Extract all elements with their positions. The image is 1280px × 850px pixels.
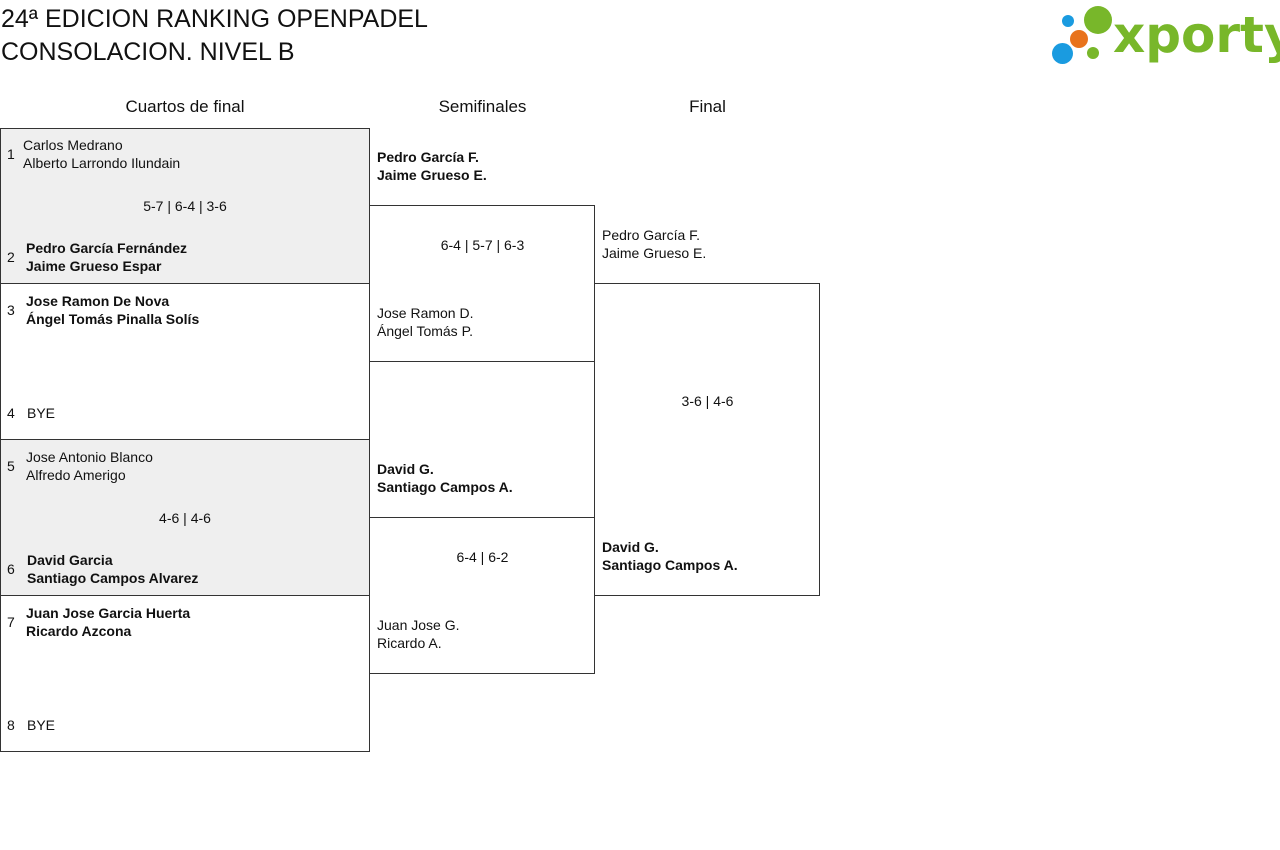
logo-dot-green	[1084, 6, 1112, 34]
player-name: Santiago Campos A.	[602, 557, 738, 573]
player-name: Jose Antonio Blanco	[26, 449, 153, 465]
logo-dot-blue-large	[1052, 43, 1073, 64]
team-entry-winner: David G. Santiago Campos A.	[602, 538, 738, 574]
player-name: Pedro García Fernández	[26, 240, 188, 256]
quarterfinal-match-3	[0, 439, 370, 596]
logo-dot-green-small	[1087, 47, 1099, 59]
player-name: Santiago Campos A.	[377, 479, 513, 495]
seed-number: 2	[7, 249, 15, 265]
seed-number: 7	[7, 614, 15, 630]
page-title: 24ª EDICION RANKING OPENPADEL CONSOLACIO…	[1, 3, 428, 69]
player-name: Alfredo Amerigo	[26, 467, 126, 483]
seed-number: 4	[7, 405, 15, 421]
match-score: 4-6 | 4-6	[159, 510, 211, 526]
team-entry: Jose Antonio Blanco Alfredo Amerigo	[26, 448, 153, 484]
player-name: Juan Jose G.	[377, 617, 460, 633]
team-entry-winner: Pedro García Fernández Jaime Grueso Espa…	[26, 239, 187, 275]
player-name: Santiago Campos Alvarez	[27, 570, 199, 586]
match-score: 3-6 | 4-6	[681, 393, 734, 409]
team-entry-winner: Pedro García F. Jaime Grueso E.	[377, 148, 487, 184]
seed-number: 8	[7, 717, 15, 733]
team-entry-bye: BYE	[27, 716, 55, 734]
player-name: Jaime Grueso E.	[377, 167, 487, 183]
player-name: Carlos Medrano	[23, 137, 123, 153]
player-name: Ricardo Azcona	[26, 623, 132, 639]
team-entry-winner: Juan Jose Garcia Huerta Ricardo Azcona	[26, 604, 190, 640]
quarterfinal-match-1	[0, 128, 370, 284]
team-entry: Juan Jose G. Ricardo A.	[377, 616, 460, 652]
player-name: Jose Ramon De Nova	[26, 293, 170, 309]
bye-label: BYE	[27, 405, 56, 421]
player-name: Pedro García F.	[602, 227, 701, 243]
team-entry: Pedro García F. Jaime Grueso E.	[602, 226, 706, 262]
player-name: Ángel Tomás Pinalla Solís	[26, 311, 200, 327]
player-name: Pedro García F.	[377, 149, 479, 165]
team-entry-winner: David G. Santiago Campos A.	[377, 460, 513, 496]
final-match	[594, 283, 820, 596]
bye-label: BYE	[27, 717, 56, 733]
player-name: Juan Jose Garcia Huerta	[26, 605, 191, 621]
logo-wordmark: xporty	[1113, 6, 1280, 64]
player-name: David Garcia	[27, 552, 113, 568]
round-header-quarterfinals: Cuartos de final	[125, 97, 245, 116]
team-entry-bye: BYE	[27, 404, 55, 422]
match-score: 5-7 | 6-4 | 3-6	[143, 198, 227, 214]
team-entry-winner: Jose Ramon De Nova Ángel Tomás Pinalla S…	[26, 292, 199, 328]
player-name: David G.	[377, 461, 434, 477]
xporty-logo: xporty	[1050, 3, 1280, 67]
player-name: Jose Ramon D.	[377, 305, 474, 321]
round-header-semifinals: Semifinales	[438, 97, 527, 116]
title-line-2: CONSOLACION. NIVEL B	[1, 38, 295, 66]
seed-number: 1	[7, 146, 15, 162]
team-entry: Carlos Medrano Alberto Larrondo Ilundain	[23, 136, 180, 172]
seed-number: 6	[7, 561, 15, 577]
seed-number: 3	[7, 302, 15, 318]
team-entry: Jose Ramon D. Ángel Tomás P.	[377, 304, 473, 340]
team-entry-winner: David Garcia Santiago Campos Alvarez	[27, 551, 198, 587]
logo-dot-blue	[1062, 15, 1074, 27]
match-score: 6-4 | 5-7 | 6-3	[440, 237, 525, 253]
round-header-final: Final	[689, 97, 726, 116]
title-line-1: 24ª EDICION RANKING OPENPADEL	[1, 5, 428, 33]
match-score: 6-4 | 6-2	[456, 549, 509, 565]
logo-dot-orange	[1070, 30, 1088, 48]
player-name: Ricardo A.	[377, 635, 442, 651]
player-name: Ángel Tomás P.	[377, 323, 473, 339]
seed-number: 5	[7, 458, 15, 474]
player-name: David G.	[602, 539, 659, 555]
player-name: Jaime Grueso Espar	[26, 258, 162, 274]
player-name: Alberto Larrondo Ilundain	[23, 155, 181, 171]
player-name: Jaime Grueso E.	[602, 245, 707, 261]
